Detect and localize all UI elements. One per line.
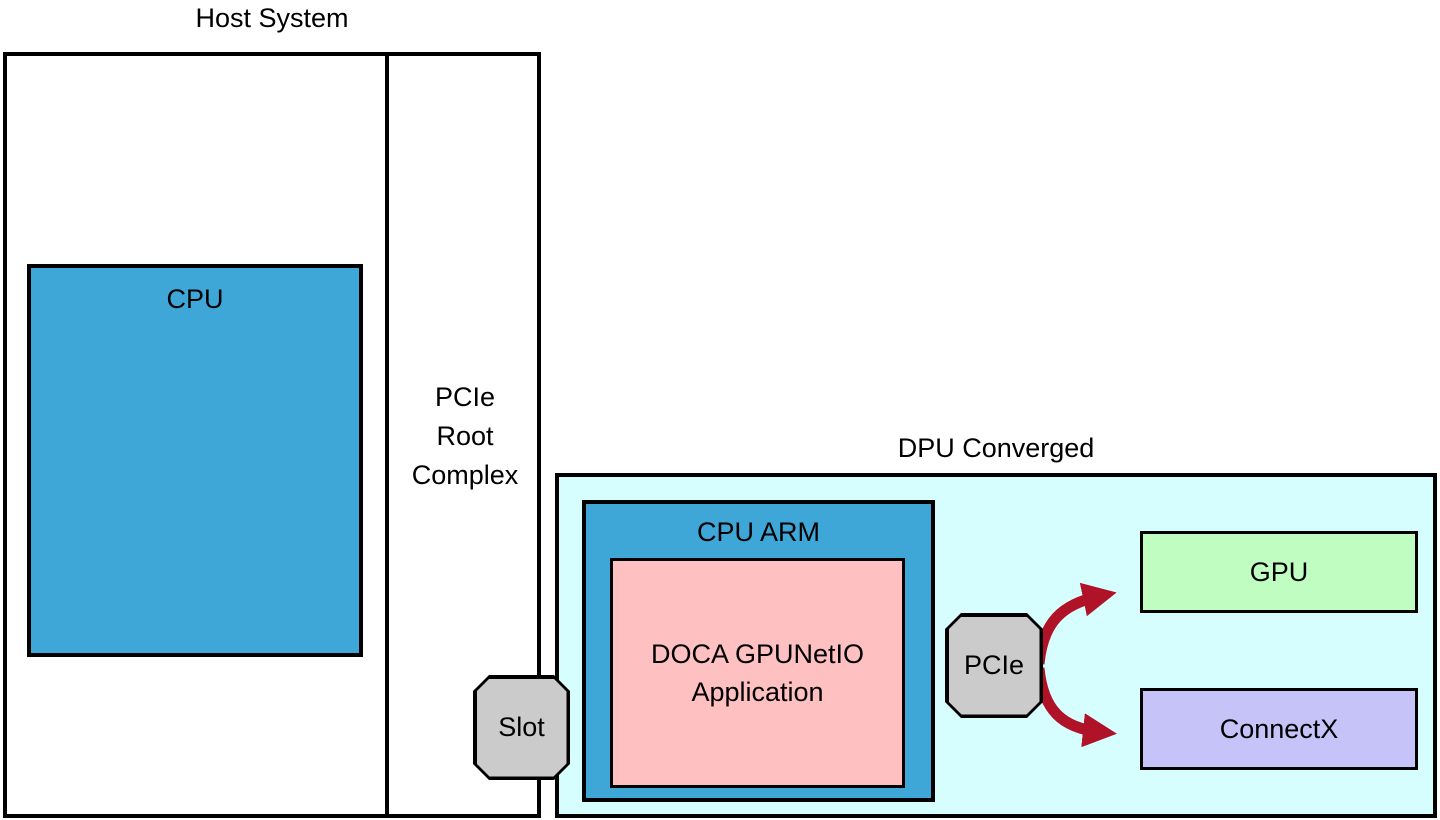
host-cpu-label: CPU (166, 284, 224, 314)
doca-app-line2: Application (691, 677, 824, 707)
slot-label: Slot (498, 712, 545, 742)
gpu-label: GPU (1249, 556, 1309, 587)
slot-chip-body: Slot (477, 679, 567, 777)
pcie-chip-body: PCIe (949, 617, 1040, 715)
gpu-box: GPU (1140, 531, 1418, 613)
dpu-converged-title: DPU Converged (897, 433, 1095, 463)
doca-app-line1: DOCA GPUNetIO (650, 639, 865, 669)
host-system-title: Host System (195, 3, 349, 33)
pcie-root-complex-line3: Complex (411, 460, 519, 490)
pcie-root-complex-line1: PCIe (434, 382, 496, 412)
pcie-chip-label: PCIe (963, 650, 1025, 680)
pcie-root-complex-label: PCIe Root Complex (389, 378, 541, 495)
cpu-arm-label: CPU ARM (696, 517, 821, 547)
connectx-label: ConnectX (1219, 713, 1339, 744)
slot-chip: Slot (473, 675, 570, 780)
connectx-box: ConnectX (1140, 688, 1418, 770)
pcie-root-complex-line2: Root (436, 421, 494, 451)
doca-gpunetio-app-box: DOCA GPUNetIO Application (610, 558, 905, 788)
host-pcie-divider (385, 52, 389, 818)
pcie-chip: PCIe (945, 613, 1043, 718)
host-cpu-box: CPU (27, 264, 363, 657)
